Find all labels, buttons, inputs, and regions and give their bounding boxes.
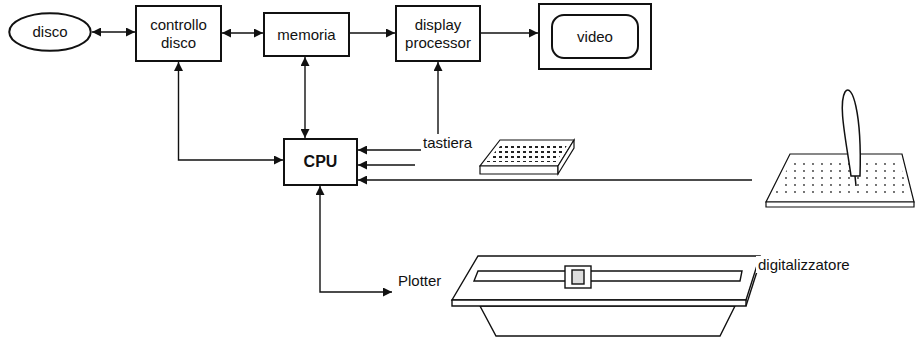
device-label: tastiera [421,134,474,151]
connector-arrow [358,164,415,165]
connector-arrow [179,62,284,160]
memory-box: memoria [263,12,350,57]
node-label: video [577,28,613,45]
plotter-device: Plotter [392,250,765,340]
node-label: disco [32,23,67,40]
digitizer-illustration [766,90,914,207]
connector-arrow [358,179,752,180]
connector-arrow [304,57,305,138]
connector-arrow [350,32,395,33]
digitizer-device: digitalizzatore [752,88,918,282]
keyboard-device: tastiera [415,126,577,176]
plotter-illustration [452,256,760,336]
keyboard-illustration [480,140,574,174]
controller-box: controllo disco [135,5,222,62]
video-screen [552,15,638,58]
device-label: digitalizzatore [756,256,852,273]
connector-arrow [481,32,538,33]
processor-box: display processor [395,5,481,62]
video-monitor: video [538,3,652,70]
node-label: CPU [304,153,338,171]
device-label: Plotter [396,272,443,289]
storage-disk: disco [8,12,92,52]
cpu-box: CPU [283,138,358,186]
node-label: controllo disco [143,16,214,51]
connector-arrow [320,186,392,292]
connector-arrow [222,32,263,33]
node-label: memoria [277,26,335,43]
node-label: display processor [403,16,473,51]
connector-arrow [92,31,135,32]
